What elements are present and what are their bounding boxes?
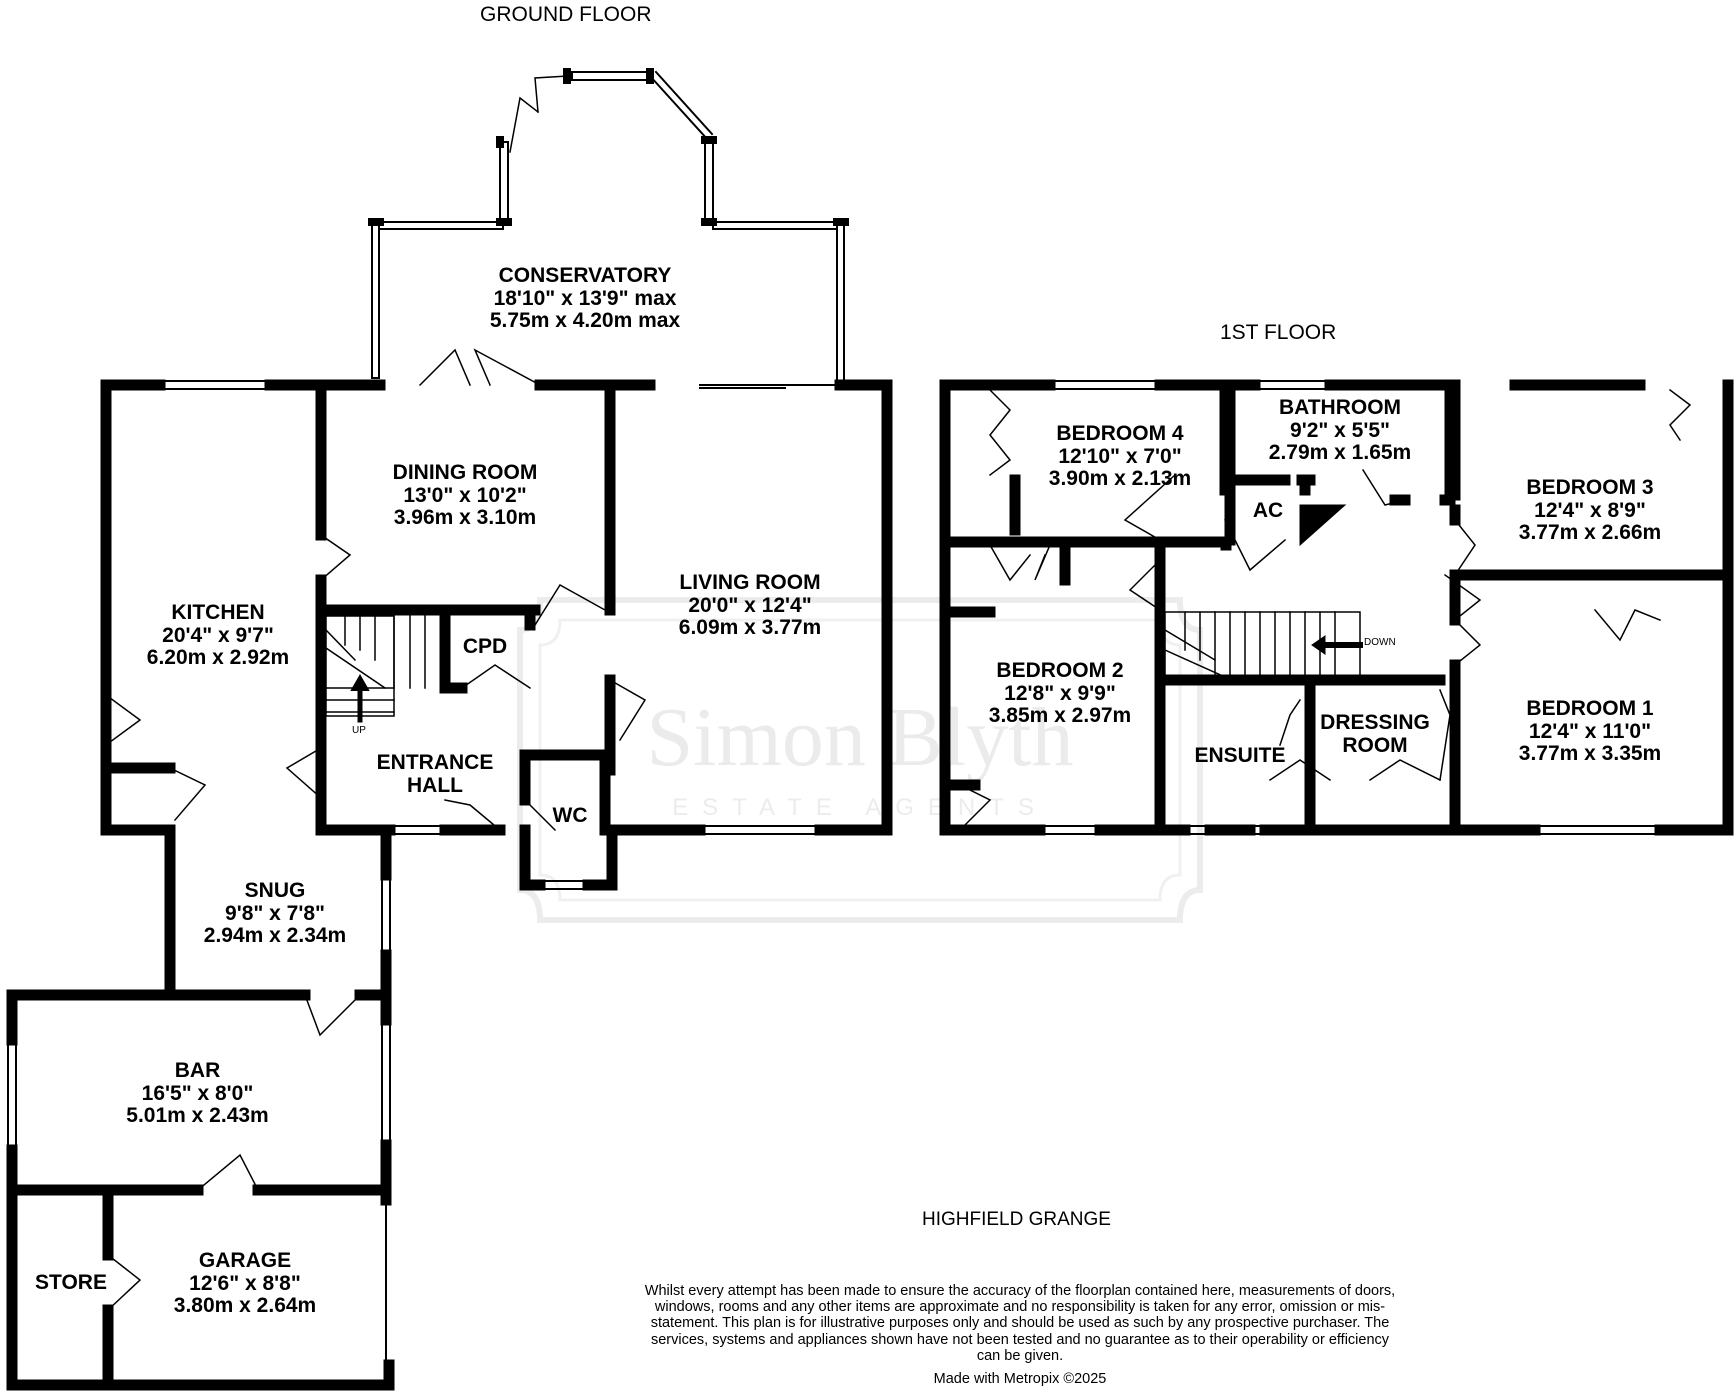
room-bedroom-3: BEDROOM 3 12'4" x 8'9" 3.77m x 2.66m — [1480, 476, 1700, 545]
room-bedroom-4: BEDROOM 4 12'10" x 7'0" 3.90m x 2.13m — [1025, 422, 1215, 491]
room-store: STORE — [35, 1271, 107, 1294]
room-bedroom-2: BEDROOM 2 12'8" x 9'9" 3.85m x 2.97m — [960, 659, 1160, 728]
room-imperial: 20'4" x 9'7" — [162, 623, 274, 647]
room-metric: 5.01m x 2.43m — [126, 1104, 269, 1128]
up-arrow-icon — [350, 673, 370, 723]
room-living-room: LIVING ROOM 20'0" x 12'4" 6.09m x 3.77m — [640, 571, 860, 640]
room-metric: 2.94m x 2.34m — [203, 924, 347, 948]
ground-floor-walls — [6, 379, 893, 1391]
room-metric: 3.96m x 3.10m — [393, 506, 537, 530]
room-name: BEDROOM 2 — [996, 659, 1124, 682]
room-bedroom-1: BEDROOM 1 12'4" x 11'0" 3.77m x 3.35m — [1480, 697, 1700, 766]
room-name: BAR — [174, 1059, 221, 1082]
room-wc: WC — [552, 804, 588, 827]
room-metric: 3.77m x 3.35m — [1518, 742, 1662, 766]
room-metric: 3.90m x 2.13m — [1048, 467, 1192, 491]
room-metric: 3.77m x 2.66m — [1518, 521, 1662, 545]
room-imperial: 12'6" x 8'8" — [189, 1271, 301, 1295]
first-windows — [1019, 380, 1661, 835]
room-conservatory: CONSERVATORY 18'10" x 13'9" max 5.75m x … — [470, 264, 700, 333]
room-metric: 3.85m x 2.97m — [988, 704, 1132, 728]
room-name: CONSERVATORY — [498, 264, 672, 287]
room-name-line1: ENTRANCE — [376, 751, 494, 774]
ground-stairs — [324, 615, 426, 717]
room-name: BEDROOM 4 — [1056, 422, 1184, 445]
room-kitchen: KITCHEN 20'4" x 9'7" 6.20m x 2.92m — [118, 601, 318, 670]
room-name: LIVING ROOM — [679, 571, 821, 594]
room-imperial: 12'10" x 7'0" — [1058, 444, 1182, 468]
room-name: KITCHEN — [171, 601, 265, 624]
room-metric: 6.09m x 3.77m — [678, 616, 822, 640]
room-imperial: 9'8" x 7'8" — [225, 901, 325, 925]
conservatory-posts — [368, 68, 849, 226]
room-imperial: 18'10" x 13'9" max — [493, 286, 677, 310]
room-ac: AC — [1252, 499, 1284, 522]
room-metric: 5.75m x 4.20m max — [489, 309, 681, 333]
room-imperial: 12'4" x 8'9" — [1534, 498, 1646, 522]
room-imperial: 12'8" x 9'9" — [1004, 681, 1116, 705]
room-name-line2: HALL — [407, 773, 463, 797]
room-imperial: 12'4" x 11'0" — [1528, 719, 1652, 743]
room-name: BEDROOM 3 — [1526, 476, 1654, 499]
room-ensuite: ENSUITE — [1194, 744, 1286, 767]
first-floor-walls — [939, 379, 1734, 836]
room-name: SNUG — [244, 879, 306, 902]
room-snug: SNUG 9'8" x 7'8" 2.94m x 2.34m — [180, 879, 370, 948]
room-bathroom: BATHROOM 9'2" x 5'5" 2.79m x 1.65m — [1240, 396, 1440, 465]
disclaimer-text: Whilst every attempt has been made to en… — [644, 1283, 1396, 1364]
room-entrance-hall: ENTRANCE HALL — [360, 751, 510, 797]
stairs-down-label: DOWN — [1364, 637, 1396, 648]
room-imperial: 20'0" x 12'4" — [688, 593, 812, 617]
down-arrow-icon — [1311, 635, 1363, 655]
room-imperial: 16'5" x 8'0" — [141, 1081, 254, 1105]
credit-text: Made with Metropix ©2025 — [933, 1371, 1107, 1387]
room-imperial: 13'0" x 10'2" — [403, 483, 527, 507]
room-name-line1: DRESSING — [1320, 711, 1430, 734]
first-floor-heading: 1ST FLOOR — [1220, 321, 1337, 344]
stairs-up-label: UP — [352, 725, 366, 736]
room-cpd: CPD — [462, 635, 508, 658]
room-name: GARAGE — [198, 1249, 292, 1272]
first-doors — [958, 388, 1692, 827]
room-name-line2: ROOM — [1342, 733, 1408, 757]
room-name: BEDROOM 1 — [1526, 697, 1654, 720]
ac-cupboard-black — [1299, 504, 1347, 547]
room-dining-room: DINING ROOM 13'0" x 10'2" 3.96m x 3.10m — [355, 461, 575, 530]
room-dressing-room: DRESSING ROOM — [1310, 711, 1440, 757]
property-name: HIGHFIELD GRANGE — [922, 1209, 1111, 1230]
conservatory-frame — [371, 70, 845, 389]
room-metric: 2.79m x 1.65m — [1268, 441, 1412, 465]
room-bar: BAR 16'5" x 8'0" 5.01m x 2.43m — [95, 1059, 300, 1128]
ground-windows — [7, 380, 821, 1366]
room-name: BATHROOM — [1278, 396, 1402, 419]
ground-floor-heading: GROUND FLOOR — [480, 3, 652, 26]
ground-doors — [104, 75, 647, 1312]
room-name: DINING ROOM — [392, 461, 538, 484]
room-metric: 3.80m x 2.64m — [173, 1294, 317, 1318]
room-metric: 6.20m x 2.92m — [146, 646, 290, 670]
room-imperial: 9'2" x 5'5" — [1290, 418, 1390, 442]
room-garage: GARAGE 12'6" x 8'8" 3.80m x 2.64m — [150, 1249, 340, 1318]
